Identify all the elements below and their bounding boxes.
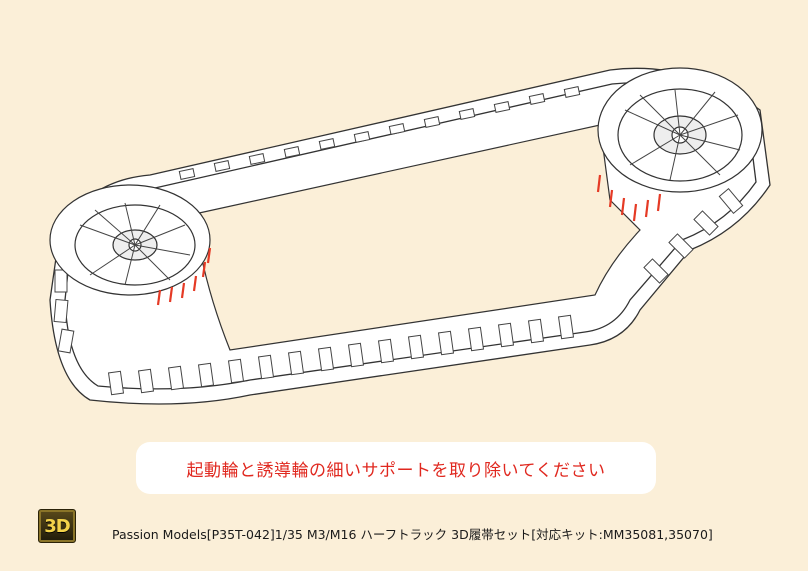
- idler-wheel-right: [597, 67, 763, 193]
- support-marks-right: [596, 174, 662, 222]
- support-removal-notice: 起動輪と誘導輪の細いサポートを取り除いてください: [136, 442, 656, 494]
- product-caption: Passion Models[P35T-042]1/35 M3/M16 ハーフト…: [112, 527, 713, 542]
- sprocket-wheel-left: [49, 184, 211, 296]
- track-inner-area: [189, 124, 641, 351]
- support-marks-left: [156, 247, 212, 306]
- 3d-badge-icon: 3D: [38, 509, 76, 543]
- track-illustration: [49, 67, 771, 405]
- badge-label: 3D: [44, 515, 70, 537]
- track-segments-bottom: [53, 188, 744, 396]
- track-cleats-top: [178, 86, 581, 180]
- notice-text: 起動輪と誘導輪の細いサポートを取り除いてください: [186, 460, 606, 481]
